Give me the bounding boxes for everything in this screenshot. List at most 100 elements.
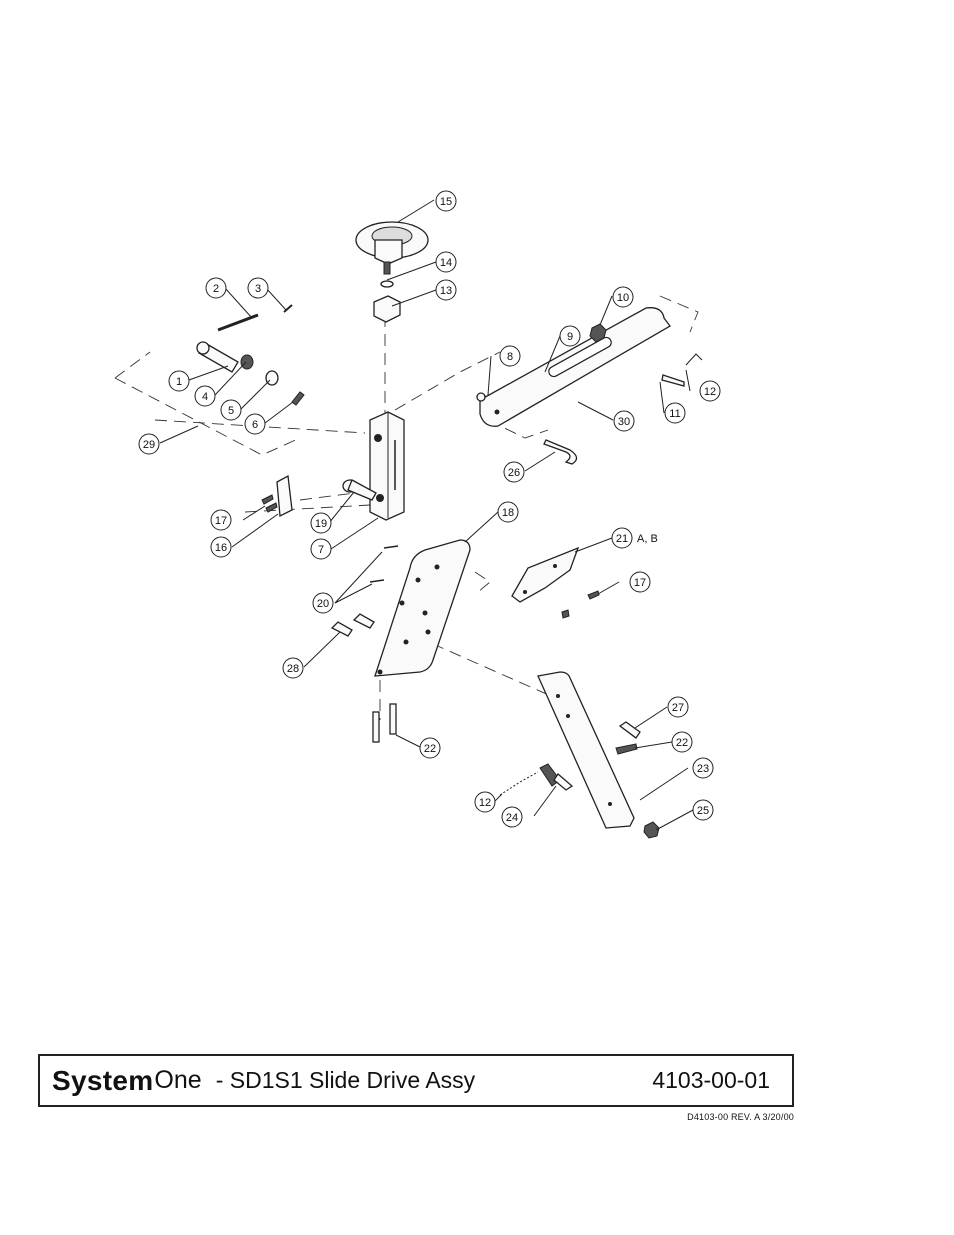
- callout-24: 24: [501, 806, 523, 828]
- svg-text:2: 2: [213, 283, 219, 295]
- callout-15: 15: [435, 190, 457, 212]
- callout-2: 2: [205, 277, 227, 299]
- svg-text:6: 6: [252, 419, 258, 431]
- part-9-slide-bar: [479, 307, 671, 427]
- part-19-bolt: [342, 479, 377, 501]
- svg-text:4: 4: [202, 391, 208, 403]
- callout-21-suffix: A, B: [637, 533, 658, 545]
- svg-text:26: 26: [508, 467, 520, 479]
- svg-text:23: 23: [697, 763, 709, 775]
- svg-text:30: 30: [618, 416, 630, 428]
- svg-text:11: 11: [669, 408, 680, 420]
- part-1-tube: [196, 341, 239, 373]
- part-18-main-plate: [374, 539, 471, 677]
- part-26-pull-pin: [543, 439, 578, 465]
- part-7-bracket: [369, 411, 405, 521]
- part-14-washer: [380, 280, 394, 288]
- part-11-pin: [661, 374, 685, 387]
- callout-12-lower: 12: [474, 791, 496, 813]
- svg-text:5: 5: [228, 405, 234, 417]
- svg-text:8: 8: [507, 351, 513, 363]
- svg-text:28: 28: [287, 663, 299, 675]
- part-17-screws-right: [561, 590, 600, 619]
- callout-8: 8: [499, 345, 521, 367]
- part-8-washer: [476, 392, 486, 402]
- svg-text:22: 22: [424, 743, 436, 755]
- svg-text:12: 12: [704, 386, 716, 398]
- part-2-rod: [217, 313, 259, 332]
- svg-text:29: 29: [143, 439, 155, 451]
- part-24-knob: [539, 763, 574, 791]
- svg-text:9: 9: [567, 331, 573, 343]
- svg-text:16: 16: [215, 542, 227, 554]
- part-25-nut: [643, 821, 660, 839]
- callout-12-upper: 12: [699, 380, 721, 402]
- part-13-block: [373, 295, 401, 323]
- callout-29: 29: [138, 433, 160, 455]
- callout-11: 11: [664, 402, 686, 424]
- part-27-bolt: [618, 721, 641, 739]
- part-17-screws-left: [261, 494, 278, 513]
- part-6-screw: [291, 391, 305, 406]
- leader-lines: [159, 199, 694, 831]
- revision-note: D4103-00 REV. A 3/20/00: [687, 1112, 794, 1122]
- part-15-knob: [355, 221, 429, 275]
- callout-25: 25: [692, 799, 714, 821]
- document-number: 4103-00-01: [652, 1067, 770, 1093]
- part-21-wedge-bracket: [511, 546, 580, 603]
- svg-text:3: 3: [255, 283, 261, 295]
- svg-text:17: 17: [634, 577, 646, 589]
- svg-text:10: 10: [617, 292, 629, 304]
- callout-3: 3: [247, 277, 269, 299]
- svg-text:24: 24: [506, 812, 518, 824]
- callout-16: 16: [210, 536, 232, 558]
- svg-text:25: 25: [697, 805, 709, 817]
- svg-text:19: 19: [315, 518, 327, 530]
- part-20-pins: [369, 545, 399, 583]
- svg-text:21: 21: [616, 533, 628, 545]
- brand-name-bold: System: [52, 1064, 154, 1096]
- callout-5: 5: [220, 399, 242, 421]
- part-12-clip-upper: [685, 353, 703, 366]
- part-12-clip-lower: [499, 771, 539, 796]
- callout-28: 28: [282, 657, 304, 679]
- svg-text:13: 13: [440, 285, 452, 297]
- svg-text:18: 18: [502, 507, 514, 519]
- callout-1: 1: [168, 370, 190, 392]
- svg-text:22: 22: [676, 737, 688, 749]
- callout-30: 30: [613, 410, 635, 432]
- callout-13: 13: [435, 279, 457, 301]
- callout-22-lower: 22: [419, 737, 441, 759]
- callout-19: 19: [310, 512, 332, 534]
- svg-text:12: 12: [479, 797, 491, 809]
- svg-text:17: 17: [215, 515, 227, 527]
- part-22-bolts-lower: [372, 703, 397, 743]
- callout-17-left: 17: [210, 509, 232, 531]
- callout-10: 10: [612, 286, 634, 308]
- part-28-bolts: [330, 613, 375, 637]
- svg-text:14: 14: [440, 257, 452, 269]
- part-23-arm: [537, 671, 635, 829]
- assembly-description: - SD1S1 Slide Drive Assy: [215, 1067, 476, 1093]
- callout-17-right: 17: [629, 571, 651, 593]
- callout-27: 27: [667, 696, 689, 718]
- svg-text:20: 20: [317, 598, 329, 610]
- callout-14: 14: [435, 251, 457, 273]
- svg-text:15: 15: [440, 196, 452, 208]
- svg-text:7: 7: [318, 544, 324, 556]
- svg-text:27: 27: [672, 702, 684, 714]
- callout-21: 21: [611, 527, 633, 549]
- brand-name-light: One: [154, 1066, 202, 1094]
- part-22-bolt-right: [615, 743, 638, 755]
- part-4-nut: [240, 354, 254, 370]
- part-3-pin: [283, 304, 293, 313]
- callout-4: 4: [194, 385, 216, 407]
- callout-26: 26: [503, 461, 525, 483]
- callout-23: 23: [692, 757, 714, 779]
- callout-20: 20: [312, 592, 334, 614]
- svg-text:1: 1: [176, 376, 182, 388]
- callout-7: 7: [310, 538, 332, 560]
- part-16-plate: [276, 474, 293, 518]
